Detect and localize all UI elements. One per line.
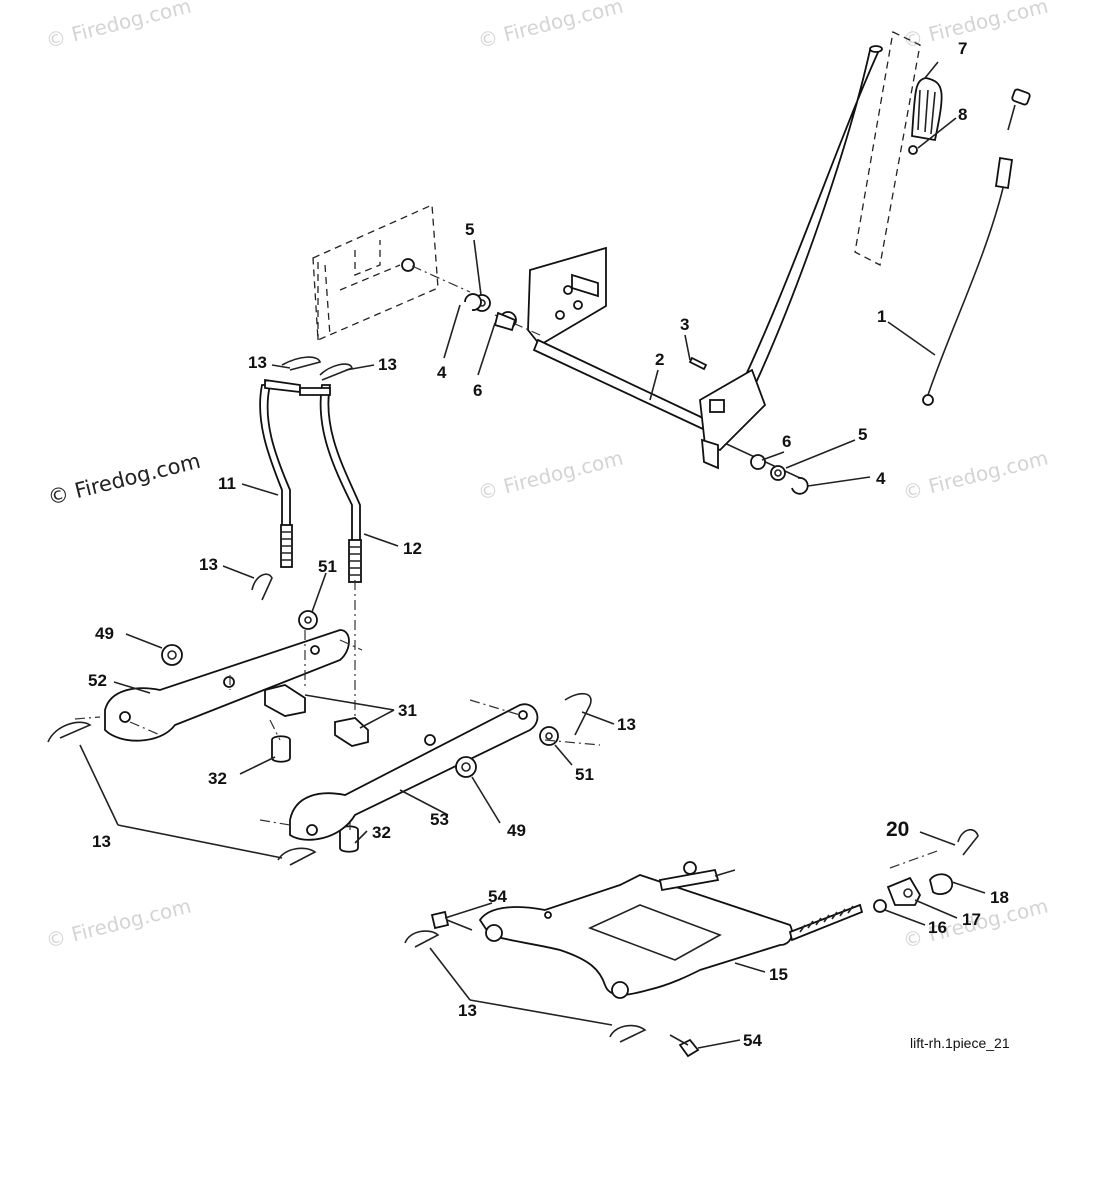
lift-bar-right [259, 699, 601, 841]
label-part-32: 32 [372, 823, 391, 842]
label-part-13: 13 [199, 555, 218, 574]
label-part-11: 11 [218, 474, 236, 493]
label-part-51: 51 [318, 557, 337, 576]
grip-housing [854, 31, 943, 266]
lift-handle [699, 45, 883, 470]
lift-bar-left [74, 580, 363, 742]
label-part-32: 32 [208, 769, 227, 788]
lift-frame [478, 861, 864, 999]
watermark: © Firedog.com [900, 446, 1050, 505]
frame-bracket [312, 204, 471, 341]
label-part-17: 17 [962, 910, 981, 929]
lift-frame-hardware [430, 849, 953, 1058]
label-part-15: 15 [769, 965, 788, 984]
watermark-dark: © Firedog.com [45, 449, 202, 510]
label-part-8: 8 [958, 105, 967, 124]
label-part-6: 6 [782, 432, 791, 451]
label-part-49: 49 [507, 821, 526, 840]
label-part-5: 5 [465, 220, 474, 239]
label-part-12: 12 [403, 539, 422, 558]
label-part-13: 13 [248, 353, 267, 372]
watermark: © Firedog.com [475, 446, 625, 505]
cable [922, 88, 1031, 406]
label-part-13: 13 [92, 832, 111, 851]
label-part-2: 2 [655, 350, 664, 369]
watermark: © Firedog.com [475, 0, 625, 53]
label-part-16: 16 [928, 918, 947, 937]
label-part-4: 4 [876, 469, 886, 488]
label-part-7: 7 [958, 39, 967, 58]
watermark: © Firedog.com [900, 0, 1050, 53]
drawing-code: lift-rh.1piece_21 [910, 1035, 1010, 1051]
hairpin-clips [47, 356, 979, 1043]
label-part-52: 52 [88, 671, 107, 690]
lift-links [259, 378, 362, 583]
label-part-54: 54 [743, 1031, 762, 1050]
watermark: © Firedog.com [43, 0, 193, 53]
label-part-31: 31 [398, 701, 417, 720]
pivot-hardware [464, 293, 809, 495]
label-part-13: 13 [378, 355, 397, 374]
watermark: © Firedog.com [43, 894, 193, 953]
part-labels: 7 8 1 2 3 5 4 6 6 5 4 13 13 11 12 13 51 … [88, 39, 1009, 1050]
label-part-53: 53 [430, 810, 449, 829]
label-part-49: 49 [95, 624, 114, 643]
label-part-54: 54 [488, 887, 507, 906]
label-part-4: 4 [437, 363, 447, 382]
label-part-1: 1 [877, 307, 886, 326]
leader-lines [79, 61, 986, 1049]
watermarks: © Firedog.com © Firedog.com © Firedog.co… [43, 0, 1050, 953]
label-part-3: 3 [680, 315, 689, 334]
label-part-20: 20 [886, 818, 909, 841]
label-part-5: 5 [858, 425, 867, 444]
label-part-18: 18 [990, 888, 1009, 907]
label-part-6: 6 [473, 381, 482, 400]
label-part-13: 13 [458, 1001, 477, 1020]
label-part-13: 13 [617, 715, 636, 734]
label-part-51: 51 [575, 765, 594, 784]
